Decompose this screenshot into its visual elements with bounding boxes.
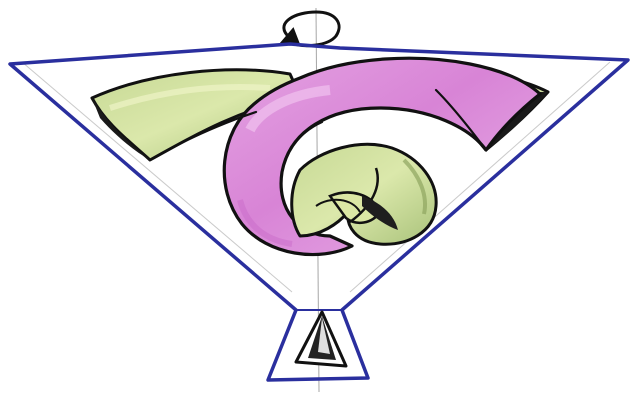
rotation-arrow-icon [281, 12, 339, 46]
cone-icon [296, 312, 346, 366]
green-inner-curl [292, 144, 436, 244]
